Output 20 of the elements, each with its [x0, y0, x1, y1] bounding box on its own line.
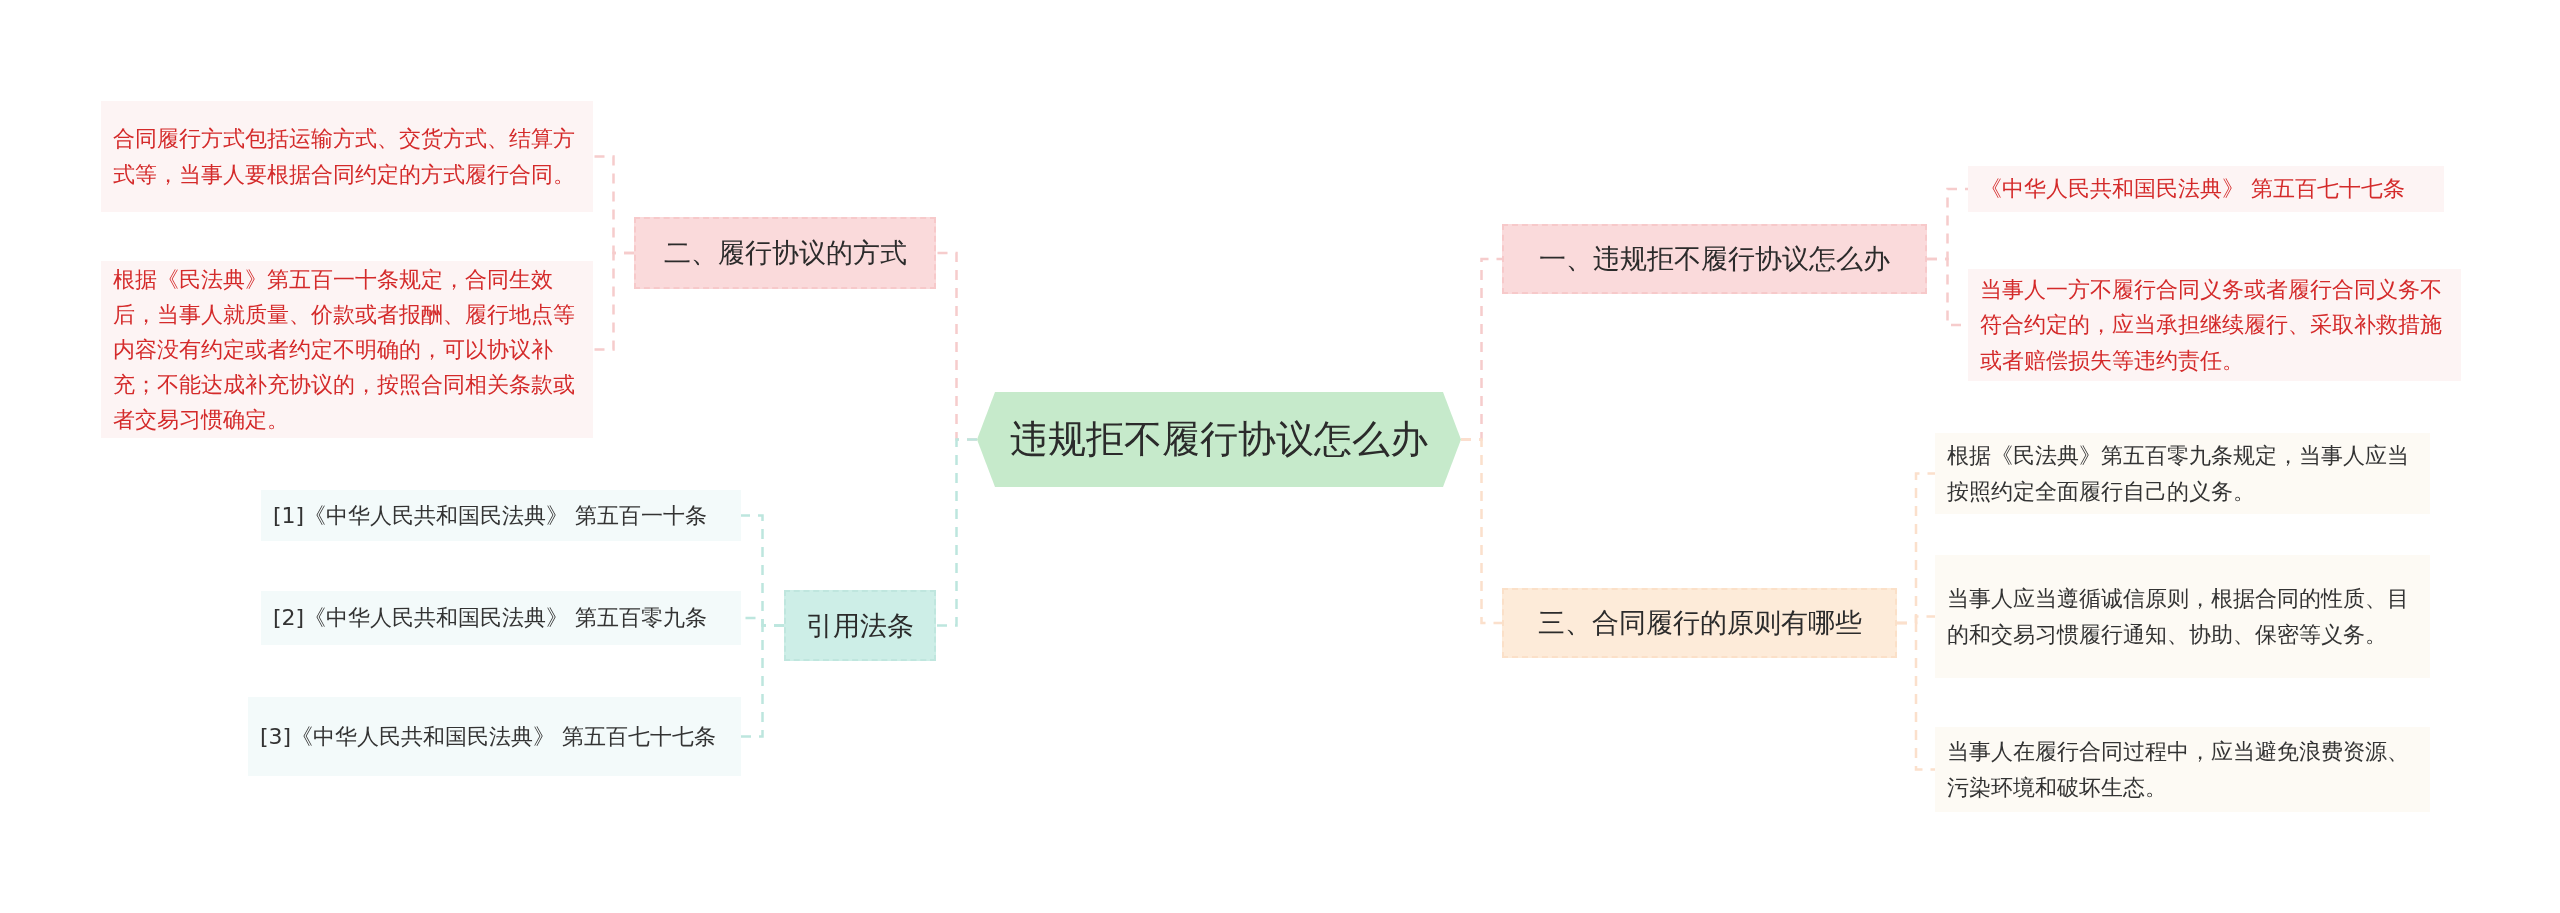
note-box: [1]《中华人民共和国民法典》 第五百一十条 — [261, 490, 741, 541]
topic-box: 二、履行协议的方式 — [634, 217, 936, 289]
topic-box: 引用法条 — [784, 590, 936, 661]
topic-box: 一、违规拒不履行协议怎么办 — [1502, 224, 1927, 294]
connector-line — [936, 438, 977, 627]
note-box: 当事人应当遵循诚信原则，根据合同的性质、目的和交易习惯履行通知、协助、保密等义务。 — [1935, 555, 2430, 678]
connector-line — [1461, 438, 1502, 625]
note-box: [2]《中华人民共和国民法典》 第五百零九条 — [261, 591, 741, 645]
connector-line — [593, 251, 634, 351]
central-topic-hexagon: 违规拒不履行协议怎么办 — [977, 392, 1461, 487]
note-box: 根据《民法典》第五百零九条规定，当事人应当按照约定全面履行自己的义务。 — [1935, 433, 2430, 514]
connector-line — [1897, 621, 1935, 771]
connector-line — [741, 624, 784, 738]
note-box: 当事人一方不履行合同义务或者履行合同义务不符合约定的，应当承担继续履行、采取补救措施或者赔偿损失等违约责任。 — [1968, 269, 2461, 381]
note-box: 合同履行方式包括运输方式、交货方式、结算方式等，当事人要根据合同约定的方式履行合同。 — [101, 101, 593, 212]
topic-box: 三、合同履行的原则有哪些 — [1502, 588, 1897, 658]
note-box: 当事人在履行合同过程中，应当避免浪费资源、污染环境和破坏生态。 — [1935, 727, 2430, 812]
note-box: 根据《民法典》第五百一十条规定，合同生效后，当事人就质量、价款或者报酬、履行地点等内容没有约定或者约定不明确的，可以协议补充；不能达成补充协议的，按照合同相关条款或者交易习惯确定。 — [101, 261, 593, 438]
note-box: 《中华人民共和国民法典》 第五百七十七条 — [1968, 166, 2444, 212]
note-box: [3]《中华人民共和国民法典》 第五百七十七条 — [248, 697, 741, 776]
